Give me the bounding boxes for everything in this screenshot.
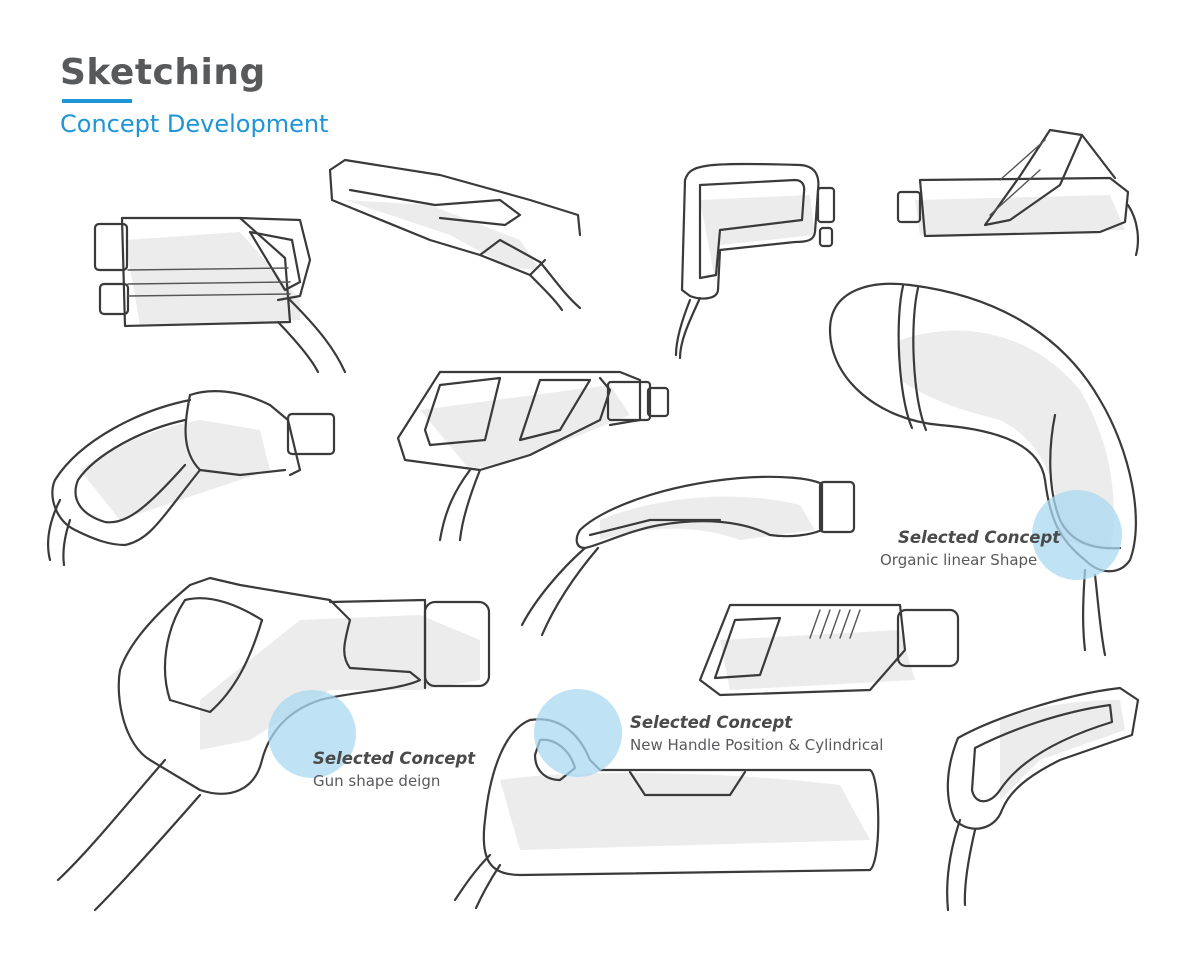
sketch-curved-handle: [46, 390, 336, 567]
highlight-organic: [1032, 490, 1122, 580]
page-title: Sketching: [60, 52, 266, 93]
annotation-description: Gun shape deign: [313, 772, 441, 790]
sketch-angled-box: [896, 128, 1139, 257]
annotation-selected: Selected Concept: [313, 749, 476, 768]
annotation-selected: Selected Concept: [630, 713, 793, 732]
sketch-gun-handle: [56, 576, 491, 912]
sketch-slim-nozzle: [520, 475, 856, 637]
annotation-cylindrical: Selected Concept New Handle Position & C…: [630, 712, 883, 756]
annotation-description: New Handle Position & Cylindrical: [630, 736, 884, 754]
annotation-selected: Selected Concept: [898, 528, 1061, 547]
annotation-organic: Selected Concept Organic linear Shape: [880, 527, 1060, 571]
sketch-l-handle: [674, 162, 836, 360]
highlight-cylindrical: [534, 689, 622, 777]
sketch-organic-handle: [828, 282, 1137, 657]
sketch-trapezoid-handle: [396, 370, 670, 542]
sketch-slotted-nozzle: [698, 603, 960, 697]
page-subtitle: Concept Development: [60, 110, 329, 138]
annotation-gun: Selected Concept Gun shape deign: [313, 748, 475, 792]
sketch-slim-handle: [328, 158, 582, 312]
annotation-description: Organic linear Shape: [880, 551, 1038, 569]
title-underline: [62, 99, 132, 103]
sketch-hook-handle: [946, 686, 1140, 912]
sketch-boxy-connector: [93, 216, 347, 374]
highlight-gun: [268, 690, 356, 778]
